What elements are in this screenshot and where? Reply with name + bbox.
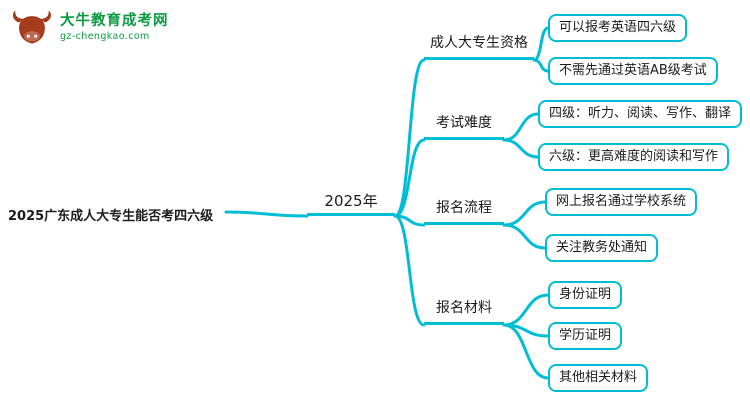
connector-root-to-year [224,210,309,218]
leaf-node-qualification-2: 不需先通过英语AB级考试 [548,57,718,85]
connector-process-to-leaf-2 [502,223,547,250]
leaf-node-process-2: 关注教务处通知 [545,234,659,262]
connector-materials-to-leaf-3 [502,323,550,380]
connector-materials-to-leaf-1 [502,293,550,327]
logo-domain: gz-chengkao.com [60,31,150,43]
leaf-node-materials-1: 身份证明 [548,281,623,309]
branch-node-process: 报名流程 [424,200,504,225]
bull-logo-icon [10,8,54,48]
connector-qualification-to-leaf-1 [532,26,550,62]
branch-node-difficulty: 考试难度 [424,115,504,140]
connector-difficulty-to-leaf-2 [502,138,540,159]
connector-year-to-branch-qualification [393,58,426,218]
leaf-node-difficulty-2: 六级：更高难度的阅读和写作 [538,143,730,171]
logo-text-block: 大牛教育成考网 gz-chengkao.com [60,12,169,43]
connector-year-to-branch-process [393,214,426,227]
connector-process-to-leaf-1 [502,200,547,227]
leaf-node-difficulty-1: 四级：听力、阅读、写作、翻译 [538,100,743,128]
connector-materials-to-leaf-2 [502,323,550,338]
connector-qualification-to-leaf-2 [532,58,550,73]
branch-node-materials: 报名材料 [424,300,504,325]
leaf-node-qualification-1: 可以报考英语四六级 [548,14,688,42]
connector-year-to-branch-difficulty [393,138,426,218]
root-node: 2025广东成人大专生能否考四六级 [8,209,214,224]
leaf-node-process-1: 网上报名通过学校系统 [545,188,698,216]
connector-difficulty-to-leaf-1 [502,112,540,142]
logo-title: 大牛教育成考网 [60,13,169,30]
leaf-node-materials-3: 其他相关材料 [548,364,649,392]
branch-node-qualification: 成人大专生资格 [424,35,534,60]
site-logo: 大牛教育成考网 gz-chengkao.com [10,8,169,48]
leaf-node-materials-2: 学历证明 [548,322,623,350]
year-node: 2025年 [307,192,395,216]
connector-year-to-branch-materials [393,214,426,327]
